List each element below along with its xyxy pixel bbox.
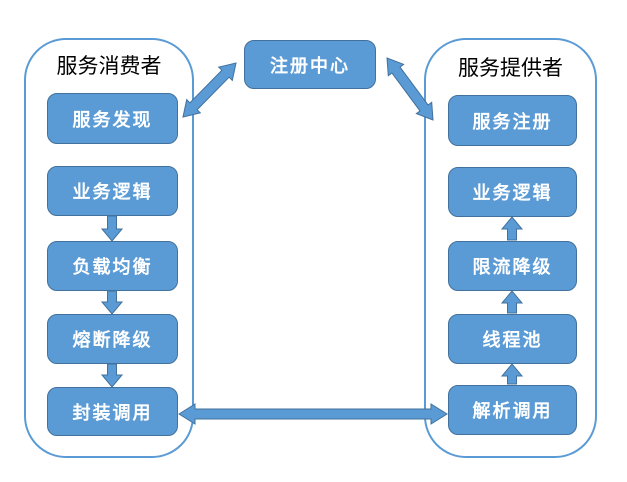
node-load-balancing: 负载均衡 bbox=[47, 241, 178, 291]
node-service-discovery: 服务发现 bbox=[47, 93, 178, 144]
node-thread-pool: 线程池 bbox=[448, 314, 577, 364]
node-service-registration: 服务注册 bbox=[448, 95, 577, 146]
node-parse-call: 解析调用 bbox=[448, 385, 577, 435]
node-provider-business-logic: 业务逻辑 bbox=[448, 167, 577, 217]
registry-center-node: 注册中心 bbox=[244, 40, 376, 89]
arrow-call-bidirectional bbox=[178, 403, 448, 425]
node-encapsulate-call: 封装调用 bbox=[47, 387, 178, 436]
consumer-group-title: 服务消费者 bbox=[56, 54, 162, 78]
provider-group-title: 服务提供者 bbox=[458, 56, 563, 80]
node-circuit-breaker-degrade: 熔断降级 bbox=[47, 314, 178, 364]
node-rate-limit-degrade: 限流降级 bbox=[448, 241, 577, 291]
node-consumer-business-logic: 业务逻辑 bbox=[47, 166, 178, 216]
